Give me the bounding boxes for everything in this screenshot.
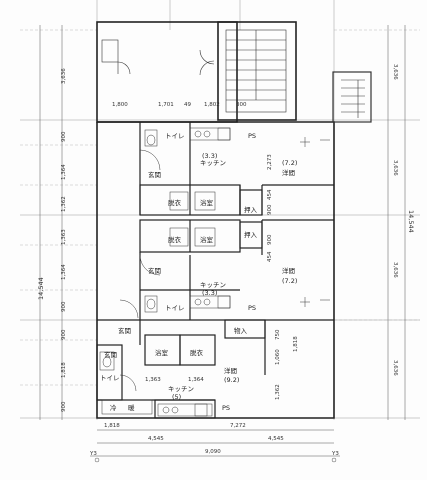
dim-bottom-5: 9,090 [205, 449, 221, 455]
room-western-2-area: (7.2) [282, 277, 298, 285]
room-western-1-area: (7.2) [282, 159, 298, 167]
room-western-3: 洋間 [224, 367, 237, 375]
dim-left-2: 900 [61, 131, 67, 143]
dim-right-2: 3,636 [392, 160, 398, 176]
room-kitchen-3: キッチン [168, 385, 194, 393]
room-toilet-3: トイレ [100, 374, 120, 382]
dim-left-9: 1,818 [61, 362, 67, 378]
dim-right-4: 3,636 [392, 360, 398, 376]
dim-left-total: 14,544 [37, 277, 45, 300]
room-western-2: 洋間 [282, 267, 295, 275]
dim-bottom-2: 7,272 [230, 423, 246, 429]
dim-mid-6: 750 [275, 329, 281, 341]
dim-mid-8: 1,060 [275, 349, 281, 365]
dim-left-5: 1,363 [61, 229, 67, 245]
room-bath-1: 浴室 [200, 199, 213, 207]
dim-top-1: 1,800 [112, 102, 128, 108]
dim-mid-7: 1,818 [293, 336, 299, 352]
dim-left-3: 1,364 [61, 164, 67, 180]
room-western-3-area: (9.2) [224, 376, 240, 384]
room-bath-2: 浴室 [200, 236, 213, 244]
axis-y2: Y3 [332, 451, 339, 457]
room-ps-1: PS [248, 132, 257, 140]
room-toilet-2: トイレ [165, 304, 185, 312]
dim-top-3: 49 [184, 102, 191, 108]
dim-right-3: 3,636 [392, 262, 398, 278]
axis-y1: Y3 [90, 451, 97, 457]
dim-top-4: 1,802 [204, 102, 220, 108]
room-kitchen-2-area: (3.3) [202, 289, 218, 297]
room-undressing-1: 脱衣 [168, 199, 181, 207]
room-kitchen-1: キッチン [200, 159, 226, 167]
room-kitchen-1-area: (3.3) [202, 152, 218, 160]
dim-bottom-3: 4,545 [148, 436, 164, 442]
room-closet-2: 押入 [244, 231, 257, 239]
room-kitchen-3-area: (5) [172, 393, 182, 401]
room-undressing-3: 脱衣 [190, 349, 203, 357]
dim-bottom-4: 4,545 [268, 436, 284, 442]
dim-bot-left: 1,363 [145, 377, 161, 383]
dim-mid-3: 900 [267, 204, 273, 216]
dim-left-10: 900 [61, 401, 67, 413]
dim-mid-2: 454 [267, 189, 273, 201]
dim-right-total: 14,544 [407, 210, 415, 233]
dim-left-4: 1,362 [61, 196, 67, 212]
room-closet-3: 物入 [234, 327, 247, 335]
dim-top-5: 300 [236, 102, 247, 108]
room-closet-1: 押入 [244, 206, 257, 214]
dim-mid-4: 900 [267, 234, 273, 246]
room-misc-2: 暖 [128, 404, 135, 412]
dim-top-2: 1,701 [158, 102, 174, 108]
dim-right-1: 3,636 [392, 64, 398, 80]
dim-left-6: 1,364 [61, 264, 67, 280]
room-entrance-2: 玄関 [148, 267, 161, 275]
room-kitchen-2: キッチン [200, 281, 226, 289]
room-undressing-2: 脱衣 [168, 236, 181, 244]
dim-bottom-1: 1,818 [104, 423, 120, 429]
room-western-1: 洋間 [282, 169, 295, 177]
room-ps-3: PS [222, 404, 231, 412]
room-toilet-1: トイレ [165, 132, 185, 140]
dim-bot-mid: 1,364 [188, 377, 204, 383]
room-entrance-3: 玄関 [118, 327, 131, 335]
dim-left-1: 3,636 [61, 68, 67, 84]
room-misc-1: 冷 [110, 404, 117, 412]
room-entrance-1: 玄関 [148, 171, 161, 179]
room-ps-2: PS [248, 304, 257, 312]
dim-mid-1: 2,273 [267, 154, 273, 170]
room-bath-3: 浴室 [155, 349, 168, 357]
dim-mid-9: 1,362 [275, 384, 281, 400]
dim-mid-5: 454 [267, 251, 273, 263]
room-entrance-4: 玄関 [104, 351, 117, 359]
dim-left-7: 900 [61, 301, 67, 313]
dim-left-8: 900 [61, 329, 67, 341]
